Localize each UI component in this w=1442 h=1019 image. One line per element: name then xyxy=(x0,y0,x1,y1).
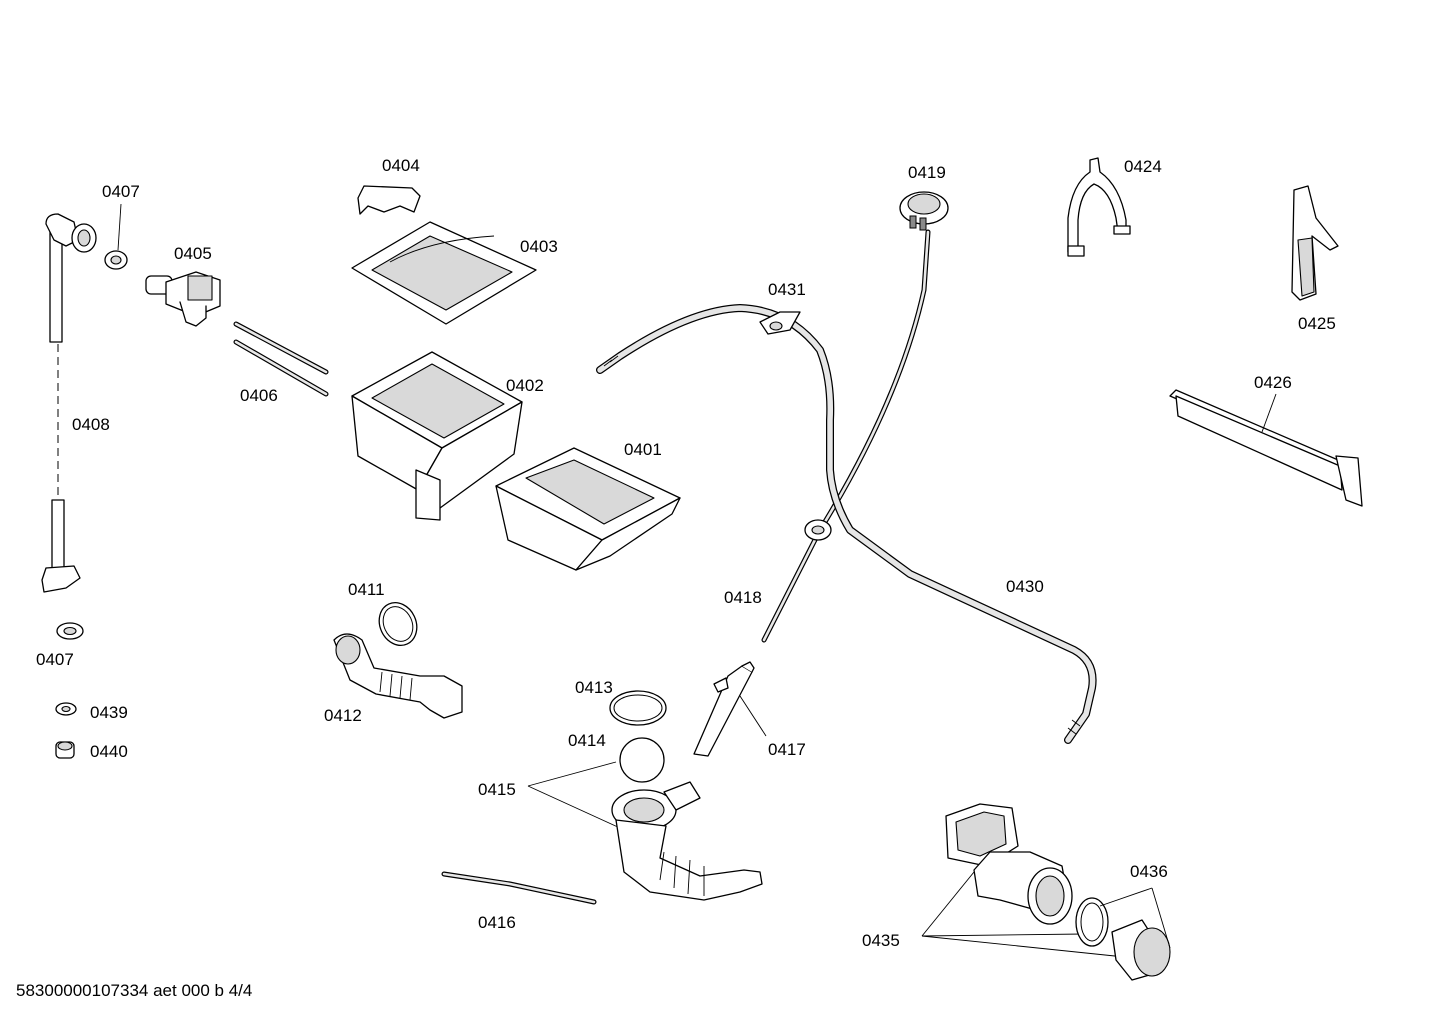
drawing-number: 58300000107334 aet 000 b 4/4 xyxy=(16,981,253,1000)
label-0416: 0416 xyxy=(478,913,516,932)
label-0402: 0402 xyxy=(506,376,544,395)
label-0436: 0436 xyxy=(1130,862,1168,881)
label-0404: 0404 xyxy=(382,156,420,175)
label-0417: 0417 xyxy=(768,740,806,759)
part-0414-ball xyxy=(619,737,665,783)
part-0440-nut xyxy=(55,741,75,759)
label-0405: 0405 xyxy=(174,244,212,263)
part-0407-washer-top xyxy=(104,203,128,270)
label-0440: 0440 xyxy=(90,742,128,761)
part-0408-inlet-hose xyxy=(41,213,97,593)
part-0430-pipe xyxy=(596,304,1097,744)
label-0419: 0419 xyxy=(908,163,946,182)
label-0426: 0426 xyxy=(1254,373,1292,392)
label-0431: 0431 xyxy=(768,280,806,299)
part-0426-rail xyxy=(1169,389,1363,507)
part-0413-ring xyxy=(609,690,667,726)
label-0412: 0412 xyxy=(324,706,362,725)
part-0401-detergent-drawer xyxy=(495,447,681,571)
part-0412-hose xyxy=(333,633,463,719)
part-0411-gasket xyxy=(378,602,418,646)
label-0407-top: 0407 xyxy=(102,182,140,201)
label-0413: 0413 xyxy=(575,678,613,697)
label-0424: 0424 xyxy=(1124,157,1162,176)
part-0403-cover xyxy=(351,221,537,325)
part-0436-filter xyxy=(1075,887,1171,981)
label-0403: 0403 xyxy=(520,237,558,256)
part-0402-detergent-tray xyxy=(351,351,523,521)
part-0404-clip xyxy=(357,185,421,215)
part-0415-sump-hose xyxy=(527,761,763,901)
part-0439-washer xyxy=(55,702,77,716)
part-0406-tubes xyxy=(233,321,329,397)
part-0431-bracket xyxy=(759,311,801,335)
label-0406: 0406 xyxy=(240,386,278,405)
part-0435-pump xyxy=(921,803,1135,959)
label-0408: 0408 xyxy=(72,415,110,434)
part-0405-valve xyxy=(145,271,221,327)
part-0416-hose xyxy=(441,871,597,905)
part-0418-tube xyxy=(761,229,931,643)
label-0415: 0415 xyxy=(478,780,516,799)
part-0425-bracket xyxy=(1291,185,1339,301)
label-0425: 0425 xyxy=(1298,314,1336,333)
label-0430: 0430 xyxy=(1006,577,1044,596)
part-0407-washer-bottom xyxy=(56,622,84,640)
part-0419-pressure-switch xyxy=(899,191,949,231)
part-0417-sensor xyxy=(693,661,767,757)
label-0439: 0439 xyxy=(90,703,128,722)
label-0407-bottom: 0407 xyxy=(36,650,74,669)
label-0435: 0435 xyxy=(862,931,900,950)
part-0424-yoke xyxy=(1067,157,1131,257)
label-0418: 0418 xyxy=(724,588,762,607)
label-0401: 0401 xyxy=(624,440,662,459)
label-0414: 0414 xyxy=(568,731,606,750)
part-grommet xyxy=(804,519,832,541)
label-0411: 0411 xyxy=(348,580,385,599)
